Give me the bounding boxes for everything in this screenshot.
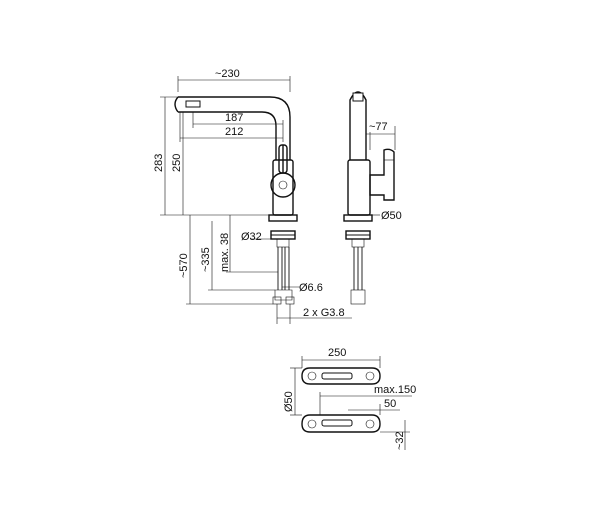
dim-length-570: ~570 (178, 253, 190, 278)
dim-side-dia-50: Ø50 (381, 210, 402, 222)
side-view: ~77 Ø50 (343, 91, 402, 305)
dim-top-width-250: 250 (328, 347, 346, 359)
dim-max-38: max. 38 (219, 233, 231, 272)
side-spout (349, 91, 367, 160)
dim-top-dia-50: Ø50 (283, 391, 295, 412)
top-view-body-lower (301, 414, 381, 433)
dim-reach-total: ~230 (215, 68, 240, 80)
side-hoses (353, 247, 363, 290)
front-spout (174, 96, 291, 160)
dim-dia-32: Ø32 (241, 231, 262, 243)
side-handle (369, 148, 395, 201)
front-view: ~230 187 212 283 250 Ø32 max. 38 ~335 ~5… (153, 68, 352, 324)
top-view-body-upper (301, 367, 381, 385)
dim-top-32: ~32 (394, 431, 406, 450)
side-body (347, 159, 371, 216)
front-hoses (277, 247, 290, 290)
dim-height-250: 250 (171, 154, 183, 172)
front-base (268, 214, 298, 222)
aerator (185, 100, 201, 108)
dim-thread: 2 x G3.8 (303, 307, 345, 319)
dim-height-283: 283 (153, 154, 165, 172)
dim-length-335: ~335 (200, 247, 212, 272)
dim-top-50: 50 (384, 398, 396, 410)
dim-reach-212: 212 (225, 126, 243, 138)
dim-reach-187: 187 (225, 112, 243, 124)
dim-dia-6-6: Ø6.6 (299, 282, 323, 294)
dim-side-77: ~77 (369, 121, 388, 133)
dim-top-max-150: max.150 (374, 384, 416, 396)
top-view: 250 Ø50 max.150 50 ~32 (283, 347, 416, 450)
front-handle-hub (270, 172, 296, 198)
